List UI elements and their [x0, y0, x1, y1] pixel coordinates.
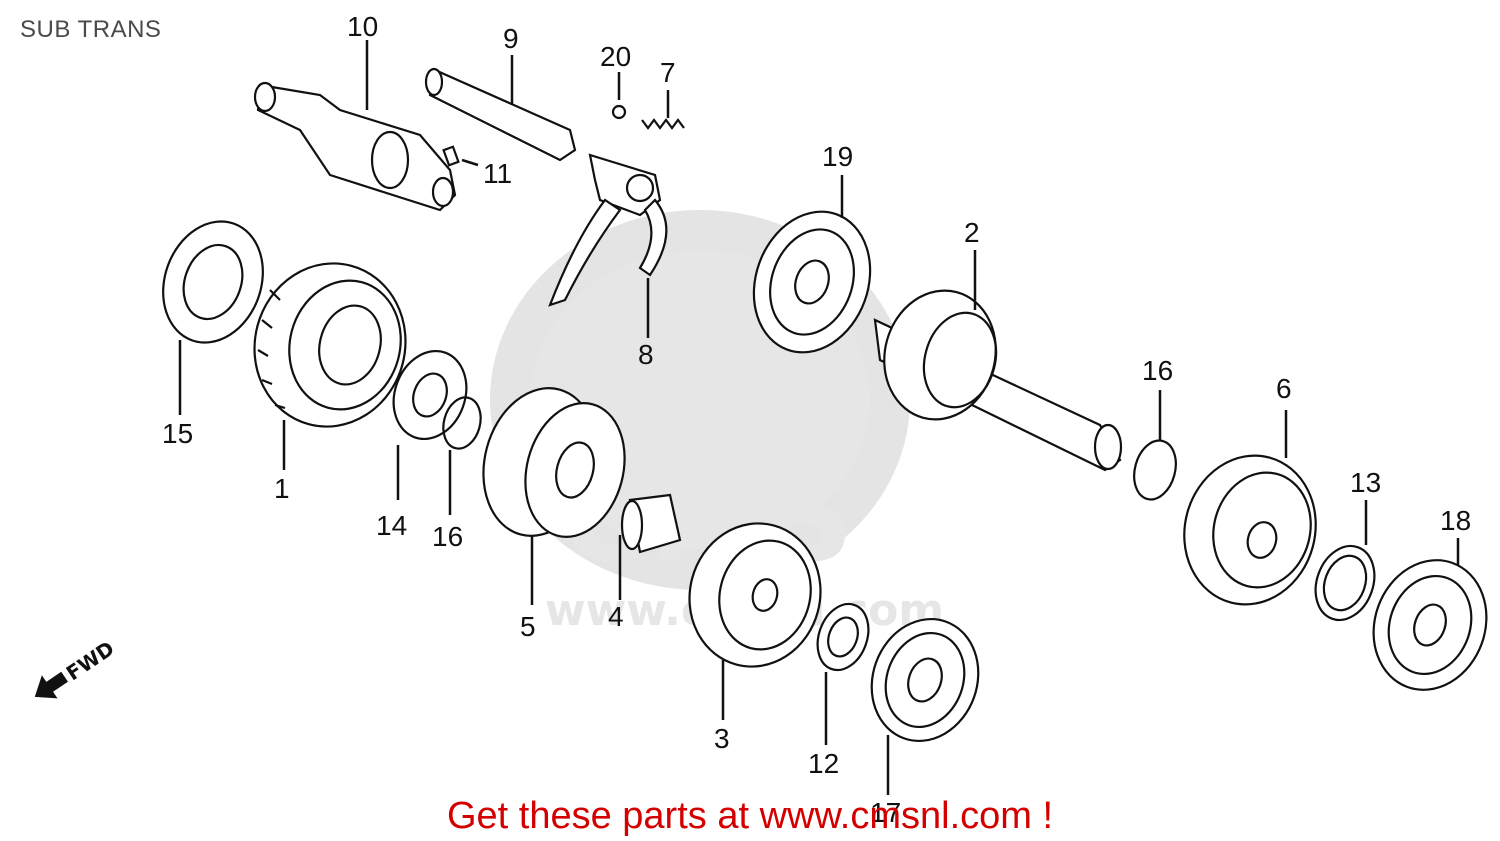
part-9-shaft[interactable]: [424, 55, 577, 162]
part-3-gear[interactable]: [674, 509, 837, 720]
part-18-bearing[interactable]: [1356, 538, 1500, 706]
callout-labels: 10 9 20 7 11 19 2 8 16 6 15 1 14 16 13 1…: [162, 11, 1471, 828]
part-12-washer[interactable]: [809, 597, 877, 745]
part-19-bearing[interactable]: [735, 175, 889, 369]
callout-14[interactable]: 14: [376, 510, 407, 541]
callout-19[interactable]: 19: [822, 141, 853, 172]
part-15-washer[interactable]: [147, 207, 280, 415]
callout-16b[interactable]: 16: [1142, 355, 1173, 386]
callout-1[interactable]: 1: [274, 473, 290, 504]
callout-15[interactable]: 15: [162, 418, 193, 449]
part-13-washer[interactable]: [1306, 500, 1385, 628]
callout-6[interactable]: 6: [1276, 373, 1292, 404]
callout-8[interactable]: 8: [638, 339, 654, 370]
callout-7[interactable]: 7: [660, 57, 676, 88]
callout-12[interactable]: 12: [808, 748, 839, 779]
callout-9[interactable]: 9: [503, 23, 519, 54]
part-14-washer[interactable]: [382, 341, 479, 500]
callout-5[interactable]: 5: [520, 611, 536, 642]
part-4-bushing[interactable]: [618, 493, 682, 600]
fwd-arrow-icon: [34, 671, 68, 699]
part-8-shift-fork[interactable]: [548, 153, 668, 338]
part-10-shaft[interactable]: [253, 81, 457, 212]
callout-20[interactable]: 20: [600, 41, 631, 72]
callout-16a[interactable]: 16: [432, 521, 463, 552]
part-2-countershaft[interactable]: [870, 250, 1123, 472]
part-17-bearing[interactable]: [855, 604, 995, 795]
part-16a-circlip[interactable]: [438, 393, 486, 515]
footer-link-text[interactable]: Get these parts at www.cmsnl.com !: [446, 795, 1054, 837]
part-7-spring[interactable]: [641, 90, 685, 130]
page-title: SUB TRANS: [20, 16, 162, 43]
part-20-ball[interactable]: [611, 72, 627, 120]
callout-2[interactable]: 2: [964, 217, 980, 248]
callout-4[interactable]: 4: [608, 601, 624, 632]
part-5-hub[interactable]: [467, 375, 639, 605]
callout-13[interactable]: 13: [1350, 467, 1381, 498]
callout-18[interactable]: 18: [1440, 505, 1471, 536]
part-16b-circlip[interactable]: [1128, 390, 1182, 504]
part-6-gear[interactable]: [1168, 410, 1332, 619]
callout-3[interactable]: 3: [714, 723, 730, 754]
callout-17[interactable]: 17: [870, 797, 901, 828]
part-1-gear[interactable]: [236, 246, 423, 470]
callout-11[interactable]: 11: [483, 158, 512, 189]
part-11-pin[interactable]: [442, 145, 479, 167]
callout-10[interactable]: 10: [347, 11, 378, 42]
fwd-arrow: FWD: [34, 636, 119, 699]
fwd-label: FWD: [62, 636, 119, 685]
